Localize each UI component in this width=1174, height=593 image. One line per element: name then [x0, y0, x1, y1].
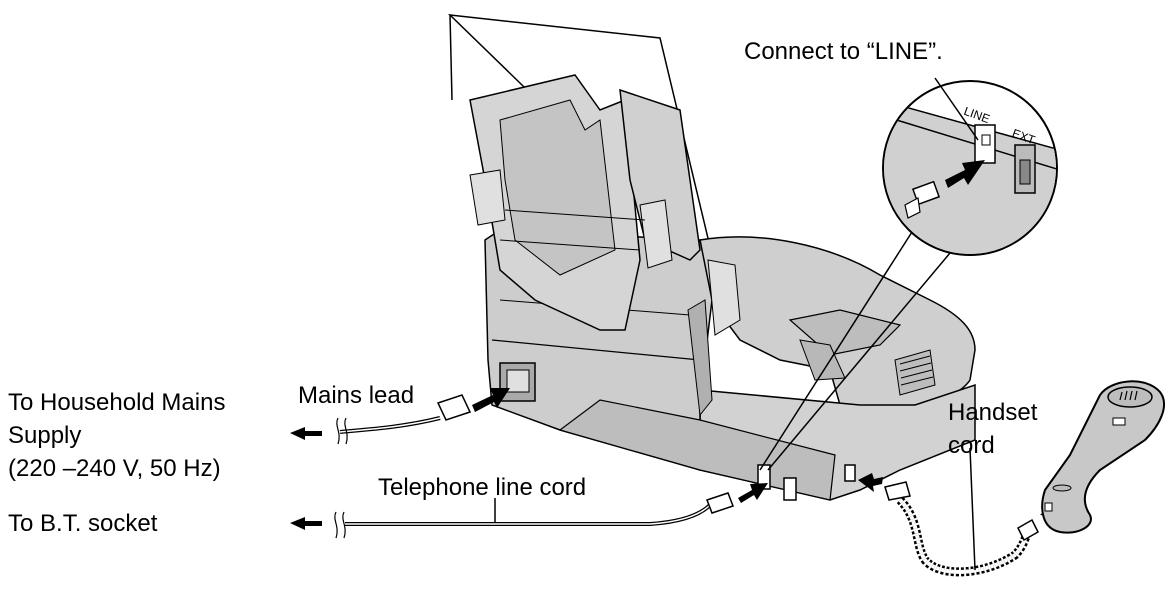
- household-supply-label-1: To Household Mains: [8, 389, 226, 416]
- handset: [1041, 380, 1165, 534]
- bt-socket-label: To B.T. socket: [8, 510, 158, 537]
- handset-cord-label-2: cord: [948, 432, 995, 459]
- paper-tray: [469, 74, 741, 336]
- household-supply-label-2: Supply: [8, 422, 82, 449]
- magnifier-detail: [759, 77, 1058, 471]
- handset-cord-label-1: Handset: [948, 399, 1038, 426]
- household-supply-label-3: (220 –240 V, 50 Hz): [8, 455, 221, 482]
- speaker-grill: [788, 309, 936, 396]
- telephone-line-cord-label: Telephone line cord: [378, 474, 587, 501]
- telephone-line-cord: [290, 483, 768, 539]
- power-socket: [499, 362, 536, 402]
- handset-cord: [858, 447, 1058, 577]
- mains-lead-label: Mains lead: [298, 382, 415, 409]
- mains-lead-cord: [290, 388, 510, 445]
- connect-line-label: Connect to “LINE”.: [744, 38, 943, 65]
